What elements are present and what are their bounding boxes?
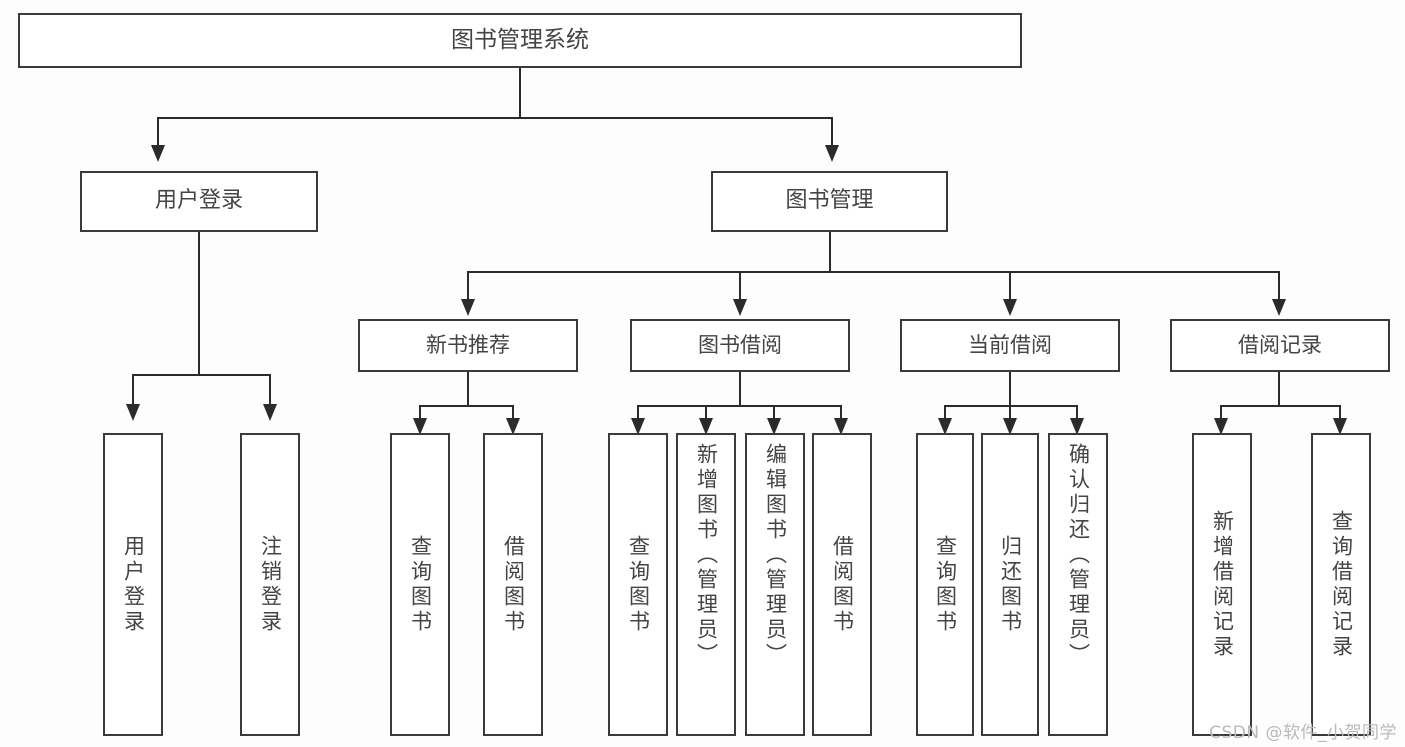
leaf-query-book-current[interactable]: 查询图书 [916, 433, 974, 736]
node-label: 图书管理 [785, 188, 874, 214]
node-label: 用户登录 [154, 188, 243, 214]
leaf-label: 用户登录 [121, 534, 146, 635]
arrowhead-book-borrow-leaf1 [631, 418, 645, 435]
connector-current-borrow-leaf3 [1076, 405, 1078, 425]
connector-current-borrow-stem [1009, 372, 1011, 406]
connector-book-borrow-leaf1 [637, 405, 639, 425]
connector-root-to-book-mgmt [831, 117, 833, 145]
csdn-watermark: CSDN @软件_小贺同学 [1209, 723, 1397, 743]
leaf-label: 注销登录 [258, 534, 283, 635]
connector-to-borrow-record [1278, 271, 1280, 299]
connector-user-login-stem [198, 232, 200, 375]
connector-user-login-leaf2 [269, 374, 271, 405]
leaf-borrow-book-recommend[interactable]: 借阅图书 [483, 433, 543, 736]
arrowhead-new-book-leaf2 [506, 418, 520, 435]
leaf-query-book-borrow[interactable]: 查询图书 [608, 433, 668, 736]
node-book-borrow[interactable]: 图书借阅 [630, 319, 850, 372]
arrowhead-borrow-record [1272, 299, 1286, 316]
connector-book-borrow-leaf2 [705, 405, 707, 425]
node-label: 借阅记录 [1238, 332, 1322, 357]
connector-new-book-leaf1 [419, 405, 421, 425]
connector-user-login-bus [132, 374, 269, 376]
node-label: 图书管理系统 [451, 26, 589, 53]
leaf-edit-book-admin[interactable]: 编辑图书（管理员） [745, 433, 805, 736]
connector-borrow-record-bus [1220, 405, 1340, 407]
connector-new-book-leaf2 [512, 405, 514, 425]
arrowhead-current-borrow-leaf1 [938, 418, 952, 435]
node-label: 新书推荐 [426, 332, 510, 357]
node-current-borrow[interactable]: 当前借阅 [900, 319, 1120, 372]
leaf-query-borrow-record[interactable]: 查询借阅记录 [1311, 433, 1371, 736]
node-new-book-recommend[interactable]: 新书推荐 [358, 319, 578, 372]
connector-book-borrow-bus [637, 405, 842, 407]
connector-new-book-stem [467, 372, 469, 406]
connector-current-borrow-leaf1 [944, 405, 946, 425]
leaf-add-borrow-record[interactable]: 新增借阅记录 [1192, 433, 1252, 736]
leaf-label: 借阅图书 [830, 534, 855, 635]
arrowhead-user-login-leaf1 [126, 404, 140, 421]
connector-book-borrow-leaf3 [773, 405, 775, 425]
connector-book-mgmt-bus [467, 271, 1280, 273]
arrowhead-current-borrow [1003, 299, 1017, 316]
leaf-label: 归还图书 [998, 534, 1023, 635]
node-label: 图书借阅 [698, 332, 782, 357]
arrowhead-current-borrow-leaf3 [1070, 418, 1084, 435]
connector-new-book-bus [419, 405, 514, 407]
arrowhead-book-borrow-leaf3 [767, 418, 781, 435]
leaf-add-book-admin[interactable]: 新增图书（管理员） [676, 433, 736, 736]
node-user-login[interactable]: 用户登录 [80, 171, 318, 232]
leaf-return-book[interactable]: 归还图书 [981, 433, 1039, 736]
leaf-label: 查询图书 [626, 534, 651, 635]
arrowhead-book-borrow-leaf4 [834, 418, 848, 435]
connector-current-borrow-leaf2 [1009, 405, 1011, 425]
arrowhead-to-user-login [151, 145, 165, 162]
arrowhead-book-borrow-leaf2 [699, 418, 713, 435]
arrowhead-to-book-mgmt [825, 145, 839, 162]
leaf-label: 查询借阅记录 [1329, 509, 1354, 660]
connector-to-current-borrow [1009, 271, 1011, 299]
arrowhead-user-login-leaf2 [263, 404, 277, 421]
connector-book-mgmt-stem [829, 232, 831, 272]
node-borrow-record[interactable]: 借阅记录 [1170, 319, 1390, 372]
connector-to-new-book [467, 271, 469, 299]
leaf-confirm-return-admin[interactable]: 确认归还（管理员） [1048, 433, 1108, 736]
node-label: 当前借阅 [968, 332, 1052, 357]
leaf-user-login[interactable]: 用户登录 [103, 433, 163, 736]
node-root-system[interactable]: 图书管理系统 [18, 13, 1022, 68]
connector-borrow-record-leaf1 [1220, 405, 1222, 425]
connector-book-borrow-leaf4 [840, 405, 842, 425]
connector-root-stem [519, 68, 521, 118]
leaf-label: 查询图书 [408, 534, 433, 635]
arrowhead-new-book-leaf1 [413, 418, 427, 435]
connector-root-to-user-login [157, 117, 159, 145]
leaf-borrow-book[interactable]: 借阅图书 [812, 433, 872, 736]
arrowhead-current-borrow-leaf2 [1003, 418, 1017, 435]
arrowhead-new-book [461, 299, 475, 316]
leaf-label: 借阅图书 [501, 534, 526, 635]
connector-root-bus [157, 117, 833, 119]
leaf-label: 新增借阅记录 [1210, 509, 1235, 660]
leaf-logout[interactable]: 注销登录 [240, 433, 300, 736]
node-book-management[interactable]: 图书管理 [711, 171, 948, 232]
connector-book-borrow-stem [739, 372, 741, 406]
connector-current-borrow-bus [944, 405, 1078, 407]
leaf-label: 新增图书（管理员） [694, 443, 719, 668]
leaf-label: 查询图书 [933, 534, 958, 635]
connector-user-login-leaf1 [132, 374, 134, 405]
connector-borrow-record-stem [1278, 372, 1280, 406]
leaf-label: 确认归还（管理员） [1066, 443, 1091, 668]
arrowhead-borrow-record-leaf2 [1333, 418, 1347, 435]
arrowhead-borrow-record-leaf1 [1214, 418, 1228, 435]
arrowhead-book-borrow [733, 299, 747, 316]
leaf-query-book-recommend[interactable]: 查询图书 [390, 433, 450, 736]
connector-borrow-record-leaf2 [1339, 405, 1341, 425]
leaf-label: 编辑图书（管理员） [763, 443, 788, 668]
connector-to-book-borrow [739, 271, 741, 299]
